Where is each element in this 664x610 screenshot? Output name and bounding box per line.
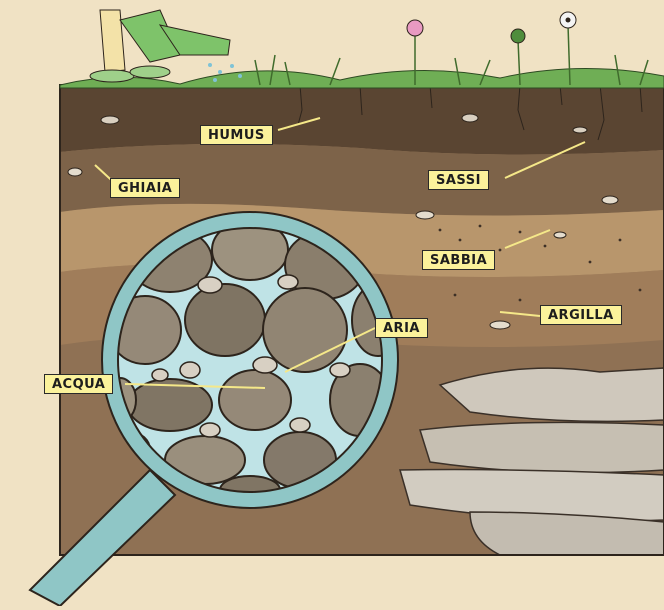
label-sabbia: SABBIA: [422, 250, 495, 270]
label-argilla: ARGILLA: [540, 305, 622, 325]
label-humus: HUMUS: [200, 125, 273, 145]
label-ghiaia: GHIAIA: [110, 178, 180, 198]
gardener-legs: [90, 10, 230, 82]
label-sassi: SASSI: [428, 170, 489, 190]
label-aria: ARIA: [375, 318, 428, 338]
label-acqua: ACQUA: [44, 374, 113, 394]
flower-pink: [407, 20, 423, 36]
flower-white: [560, 12, 576, 28]
clover-leaf: [511, 29, 525, 43]
